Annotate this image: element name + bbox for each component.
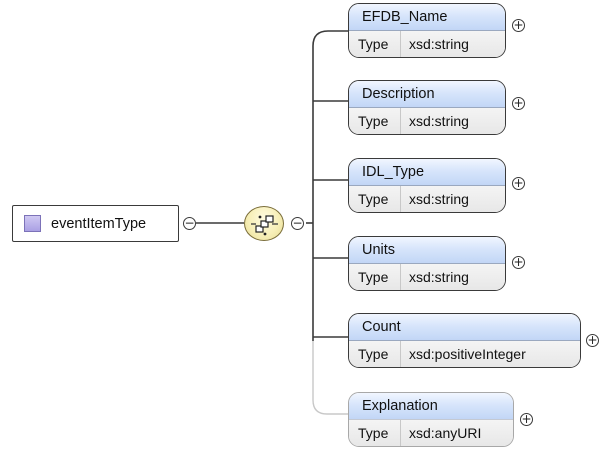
compositor-collapse-toggle[interactable]: − (291, 216, 304, 230)
type-value: xsd:string (409, 191, 469, 207)
expand-count-toggle[interactable]: + (586, 333, 599, 347)
type-label: Type (349, 31, 401, 57)
element-efdb-name[interactable]: EFDB_Name Type xsd:string (348, 3, 506, 58)
element-type-row: Type xsd:string (349, 31, 505, 57)
element-name: Count (349, 314, 580, 341)
type-value: xsd:string (409, 113, 469, 129)
type-label: Type (349, 186, 401, 212)
type-label: Type (349, 341, 401, 367)
element-type-row: Type xsd:positiveInteger (349, 341, 580, 367)
type-label: Type (349, 420, 401, 446)
element-idl-type[interactable]: IDL_Type Type xsd:string (348, 158, 506, 213)
element-type-row: Type xsd:anyURI (349, 420, 513, 446)
element-name: EFDB_Name (349, 4, 505, 31)
type-label: Type (349, 264, 401, 290)
element-type-row: Type xsd:string (349, 108, 505, 134)
expand-description-toggle[interactable]: + (512, 96, 525, 110)
complex-type-icon (24, 215, 41, 232)
type-value: xsd:anyURI (409, 425, 482, 441)
expand-explanation-toggle[interactable]: + (520, 412, 533, 426)
element-name: IDL_Type (349, 159, 505, 186)
element-name: Units (349, 237, 505, 264)
connector-explanation (312, 341, 349, 415)
sequence-compositor[interactable] (244, 206, 284, 241)
element-name: Description (349, 81, 505, 108)
root-collapse-toggle[interactable]: − (183, 216, 196, 230)
root-type-box[interactable]: eventItemType (12, 205, 179, 242)
element-count[interactable]: Count Type xsd:positiveInteger (348, 313, 581, 368)
root-type-name: eventItemType (51, 215, 147, 232)
type-value: xsd:string (409, 36, 469, 52)
sequence-compositor-icon (251, 215, 278, 236)
expand-efdb-name-toggle[interactable]: + (512, 18, 525, 32)
element-description[interactable]: Description Type xsd:string (348, 80, 506, 135)
expand-units-toggle[interactable]: + (512, 255, 525, 269)
element-type-row: Type xsd:string (349, 264, 505, 290)
connector-bus (312, 30, 349, 341)
element-name: Explanation (349, 393, 513, 420)
type-value: xsd:positiveInteger (409, 346, 526, 362)
element-explanation[interactable]: Explanation Type xsd:anyURI (348, 392, 514, 447)
element-type-row: Type xsd:string (349, 186, 505, 212)
type-label: Type (349, 108, 401, 134)
expand-idl-type-toggle[interactable]: + (512, 176, 525, 190)
type-value: xsd:string (409, 269, 469, 285)
element-units[interactable]: Units Type xsd:string (348, 236, 506, 291)
